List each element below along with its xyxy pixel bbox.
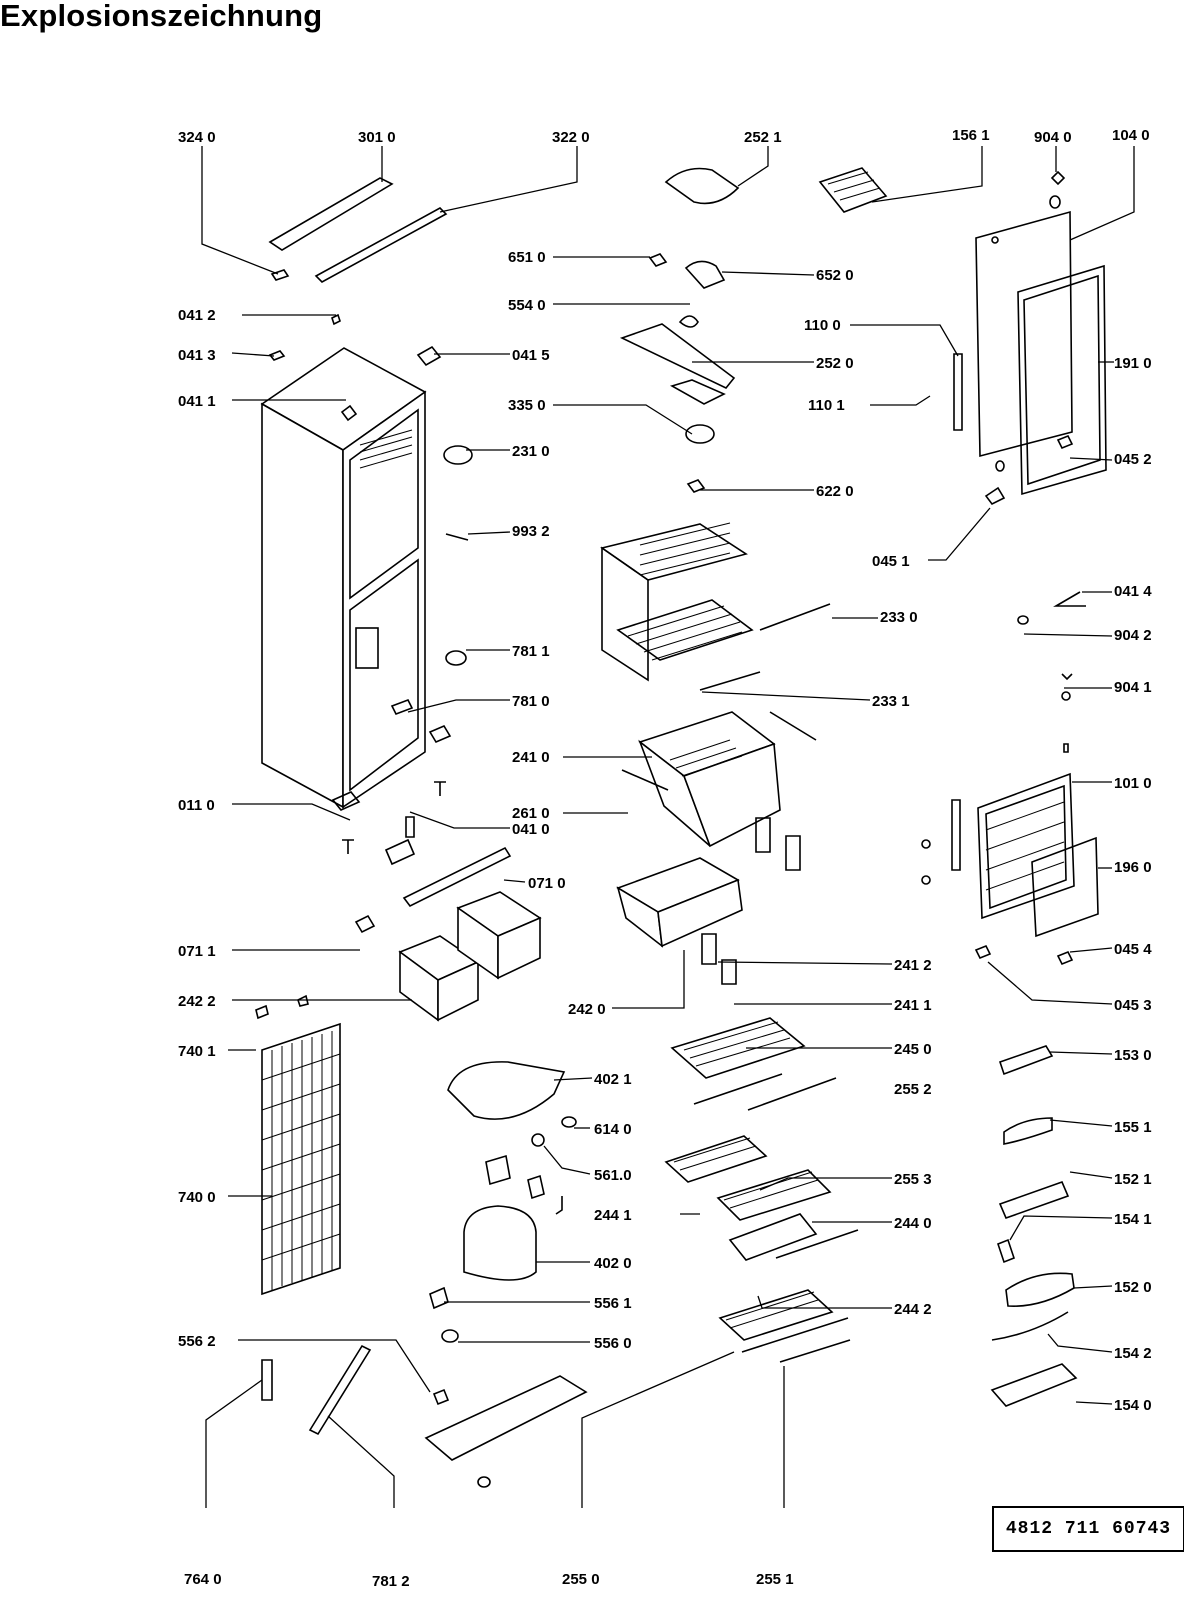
label-322-0: 322 0: [552, 129, 590, 146]
label-252-1: 252 1: [744, 129, 782, 146]
label-781-2: 781 2: [372, 1573, 410, 1590]
part-drain-tray: [447, 1061, 566, 1120]
label-045-1: 045 1: [872, 553, 910, 570]
label-071-0: 071 0: [528, 875, 566, 892]
part-freezer-door: [953, 210, 1107, 496]
label-244-2: 244 2: [894, 1301, 932, 1318]
label-041-2: 041 2: [178, 307, 216, 324]
label-554-0: 554 0: [508, 297, 546, 314]
label-154-0: 154 0: [1114, 1397, 1152, 1414]
label-740-0: 740 0: [178, 1189, 216, 1206]
document-number-box: 4812 711 60743: [992, 1506, 1184, 1552]
part-drawings: [255, 167, 1107, 1488]
label-255-3: 255 3: [894, 1171, 932, 1188]
label-154-1: 154 1: [1114, 1211, 1152, 1228]
label-071-1: 071 1: [178, 943, 216, 960]
label-242-2: 242 2: [178, 993, 216, 1010]
part-evaporator: [600, 522, 754, 682]
label-104-0: 104 0: [1112, 127, 1150, 144]
part-cabinet: [260, 347, 427, 809]
label-041-1: 041 1: [178, 393, 216, 410]
document-number: 4812 711 60743: [1005, 1519, 1172, 1539]
label-152-0: 152 0: [1114, 1279, 1152, 1296]
label-045-2: 045 2: [1114, 451, 1152, 468]
label-252-0: 252 0: [816, 355, 854, 372]
part-compressor: [463, 1205, 537, 1281]
label-781-1: 781 1: [512, 643, 550, 660]
label-993-2: 993 2: [512, 523, 550, 540]
label-740-1: 740 1: [178, 1043, 216, 1060]
part-glass-shelves: [664, 1017, 859, 1363]
label-764-0: 764 0: [184, 1571, 222, 1588]
page-title: Explosionszeichnung: [0, 0, 323, 33]
part-top-strip: [314, 207, 448, 283]
label-556-1: 556 1: [594, 1295, 632, 1312]
label-622-0: 622 0: [816, 483, 854, 500]
label-110-0: 110 0: [804, 317, 841, 334]
leader-lines: [201, 146, 1135, 1508]
label-154-2: 154 2: [1114, 1345, 1152, 1362]
label-045-4: 045 4: [1114, 941, 1152, 958]
label-041-3: 041 3: [178, 347, 216, 364]
label-241-0: 241 0: [512, 749, 550, 766]
label-233-0: 233 0: [880, 609, 918, 626]
label-255-1: 255 1: [756, 1571, 794, 1588]
label-045-3: 045 3: [1114, 997, 1152, 1014]
part-condenser: [261, 1022, 341, 1296]
label-781-0: 781 0: [512, 693, 550, 710]
part-base-tray: [424, 1375, 588, 1461]
label-233-1: 233 1: [872, 693, 910, 710]
part-number-labels: 324 0 301 0 322 0 252 1 156 1 904 0 104 …: [178, 127, 1152, 1590]
part-fridge-door: [951, 772, 1099, 938]
label-614-0: 614 0: [594, 1121, 632, 1138]
part-door-rack-153: [998, 1045, 1054, 1076]
label-561-0: 561.0: [594, 1167, 632, 1184]
label-196-0: 196 0: [1114, 859, 1152, 876]
label-152-1: 152 1: [1114, 1171, 1152, 1188]
label-324-0: 324 0: [178, 129, 216, 146]
label-155-1: 155 1: [1114, 1119, 1152, 1136]
label-245-0: 245 0: [894, 1041, 932, 1058]
label-241-2: 241 2: [894, 957, 932, 974]
label-110-1: 110 1: [808, 397, 845, 414]
label-652-0: 652 0: [816, 267, 854, 284]
label-261-0: 261 0: [512, 805, 550, 822]
label-041-4: 041 4: [1114, 583, 1152, 600]
label-335-0: 335 0: [508, 397, 546, 414]
label-402-0: 402 0: [594, 1255, 632, 1272]
label-556-2: 556 2: [178, 1333, 216, 1350]
label-556-0: 556 0: [594, 1335, 632, 1352]
part-small-clip: [270, 269, 290, 281]
label-242-0: 242 0: [568, 1001, 606, 1018]
label-241-1: 241 1: [894, 997, 932, 1014]
label-244-0: 244 0: [894, 1215, 932, 1232]
label-011-0: 011 0: [178, 797, 215, 814]
part-top-cover: [268, 177, 394, 251]
label-904-0: 904 0: [1034, 129, 1072, 146]
label-402-1: 402 1: [594, 1071, 632, 1088]
label-041-5: 041 5: [512, 347, 550, 364]
label-904-1: 904 1: [1114, 679, 1152, 696]
label-301-0: 301 0: [358, 129, 396, 146]
label-041-0: 041 0: [512, 821, 550, 838]
label-101-0: 101 0: [1114, 775, 1152, 792]
label-153-0: 153 0: [1114, 1047, 1152, 1064]
label-244-1: 244 1: [594, 1207, 632, 1224]
label-156-1: 156 1: [952, 127, 990, 144]
label-231-0: 231 0: [512, 443, 550, 460]
label-255-2: 255 2: [894, 1081, 932, 1098]
label-904-2: 904 2: [1114, 627, 1152, 644]
label-191-0: 191 0: [1114, 355, 1152, 372]
label-255-0: 255 0: [562, 1571, 600, 1588]
label-651-0: 651 0: [508, 249, 546, 266]
